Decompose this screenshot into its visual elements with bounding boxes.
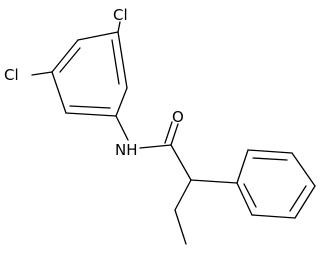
atom-label-o: O: [172, 108, 184, 126]
bond-alpha-phenyl: [190, 179, 238, 184]
ring1-bond-4: [65, 112, 117, 117]
ring2-bond-4-inner: [289, 185, 307, 212]
dichlorophenyl-ring: [51, 31, 128, 117]
ring2-bond-5: [251, 214, 296, 219]
ring2-bond-2: [247, 149, 293, 154]
bond-carbonyl-alpha: [170, 144, 192, 181]
ring2-bond-2-inner: [252, 157, 288, 161]
bond-c-cl-top: [117, 21, 121, 33]
atom-label-nh: NH: [115, 141, 138, 159]
bond-n-carbonyl: [139, 144, 172, 149]
atom-label-cl-top: Cl: [113, 6, 128, 24]
ring1-bond-2: [117, 31, 128, 89]
bond-alpha-ethyl: [174, 179, 192, 211]
ring2-bond-1: [236, 149, 249, 184]
bond-c-cl-left: [31, 71, 53, 76]
ring1-bond-4-inner: [69, 105, 111, 109]
ring1-bond-6-inner: [59, 47, 81, 73]
atom-label-cl-left: Cl: [4, 66, 19, 84]
bond-ring-n: [115, 115, 129, 141]
ring1-bond-2-inner: [111, 39, 120, 85]
ring2-bond-6-inner: [243, 183, 257, 208]
ring2-bond-6: [236, 182, 253, 216]
bond-carbonyl-o-second: [164, 121, 173, 144]
ring1-bond-1: [77, 31, 119, 41]
ring1-bond-3: [115, 87, 128, 117]
ring1-bond-5: [51, 71, 67, 114]
phenyl-ring: [236, 149, 316, 219]
ring2-bond-3: [291, 152, 316, 187]
bond-ethyl-methyl: [174, 209, 187, 245]
ring1-bond-6: [51, 39, 79, 73]
ring2-bond-4: [294, 185, 316, 219]
bond-carbonyl-o: [170, 123, 179, 146]
